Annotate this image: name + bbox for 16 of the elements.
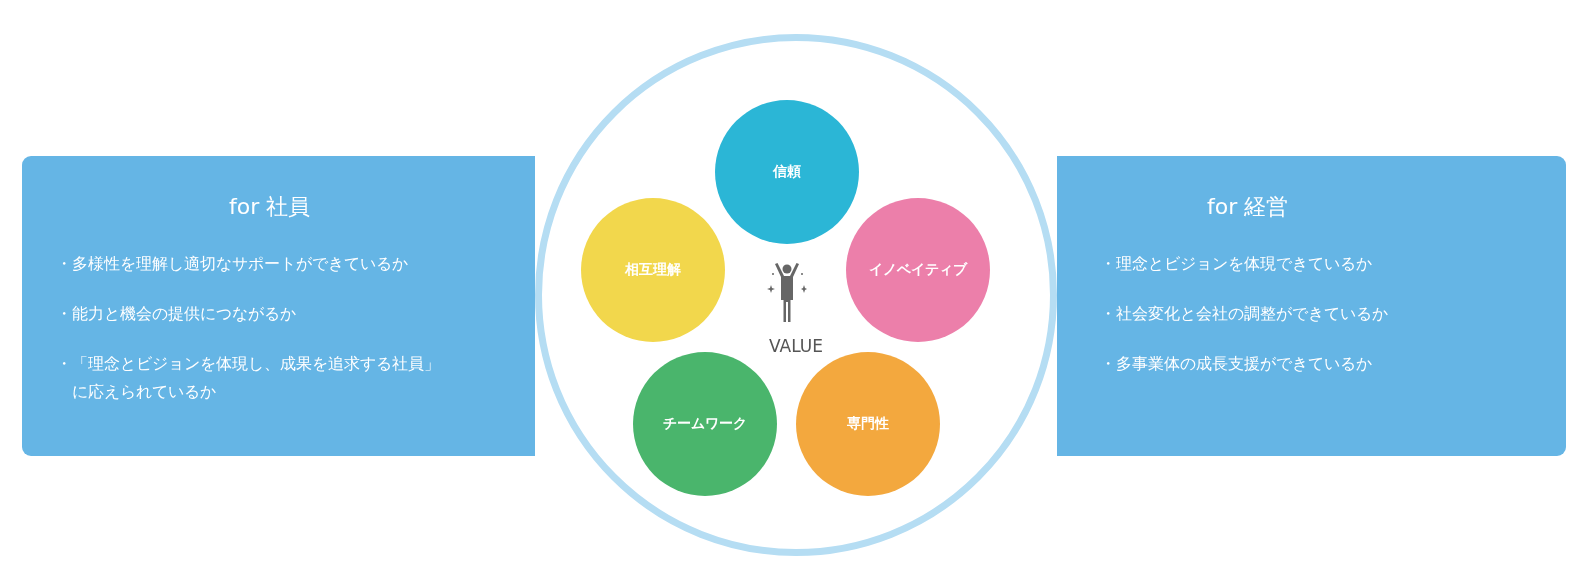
value-label: VALUE <box>768 336 824 356</box>
bullet-text: ・多様性を理解し適切なサポートができているか <box>56 254 408 275</box>
bubble-label: チームワーク <box>663 415 747 433</box>
bullet-text: ・理念とビジョンを体現できているか <box>1100 254 1372 275</box>
bubble-label: 専門性 <box>847 415 889 433</box>
bullet-text: ・「理念とビジョンを体現し、成果を追求する社員」に応えられているか <box>56 354 441 403</box>
bubble-label: 信頼 <box>773 163 801 181</box>
panel-heading: for 社員 <box>229 193 311 221</box>
bubble-label: イノベイティブ <box>869 261 967 279</box>
info-panel <box>1057 156 1566 456</box>
panel-heading: for 経営 <box>1207 193 1289 221</box>
bullet-text: ・社会変化と会社の調整ができているか <box>1100 304 1388 325</box>
bullet-text: ・多事業体の成長支援ができているか <box>1100 354 1372 375</box>
bubble-label: 相互理解 <box>625 261 681 279</box>
bullet-text: ・能力と機会の提供につながるか <box>56 304 296 325</box>
info-panel <box>22 156 535 456</box>
